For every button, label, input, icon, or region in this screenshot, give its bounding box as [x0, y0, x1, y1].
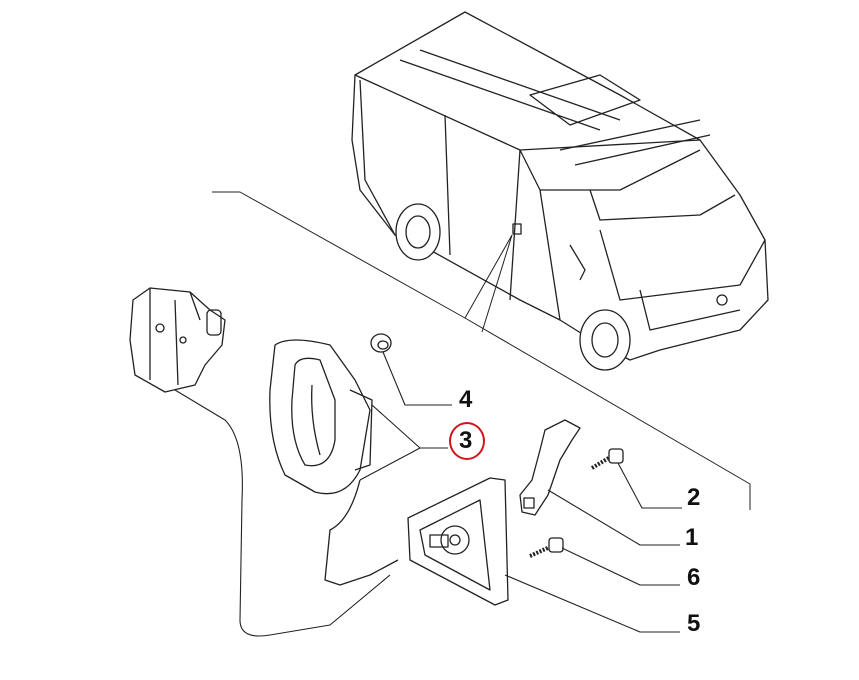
- van-illustration: [351, 11, 769, 371]
- callout-3[interactable]: 3: [459, 427, 473, 454]
- callout-1[interactable]: 1: [685, 524, 699, 551]
- screw-part-6: [529, 537, 564, 558]
- callout-6[interactable]: 6: [687, 564, 701, 591]
- leader-lines: [359, 351, 682, 633]
- callout-5[interactable]: 5: [687, 610, 701, 637]
- door-handle-part: [269, 339, 373, 495]
- callout-2[interactable]: 2: [687, 484, 701, 511]
- highlight-circle: [449, 422, 485, 460]
- bracket-plate-part: [407, 477, 509, 606]
- door-lock-part: [129, 287, 226, 393]
- screw-part-2: [590, 448, 624, 470]
- lever-part: [519, 419, 581, 516]
- callout-4[interactable]: 4: [459, 386, 473, 413]
- bushing-part: [370, 333, 392, 353]
- release-cable: [174, 389, 391, 637]
